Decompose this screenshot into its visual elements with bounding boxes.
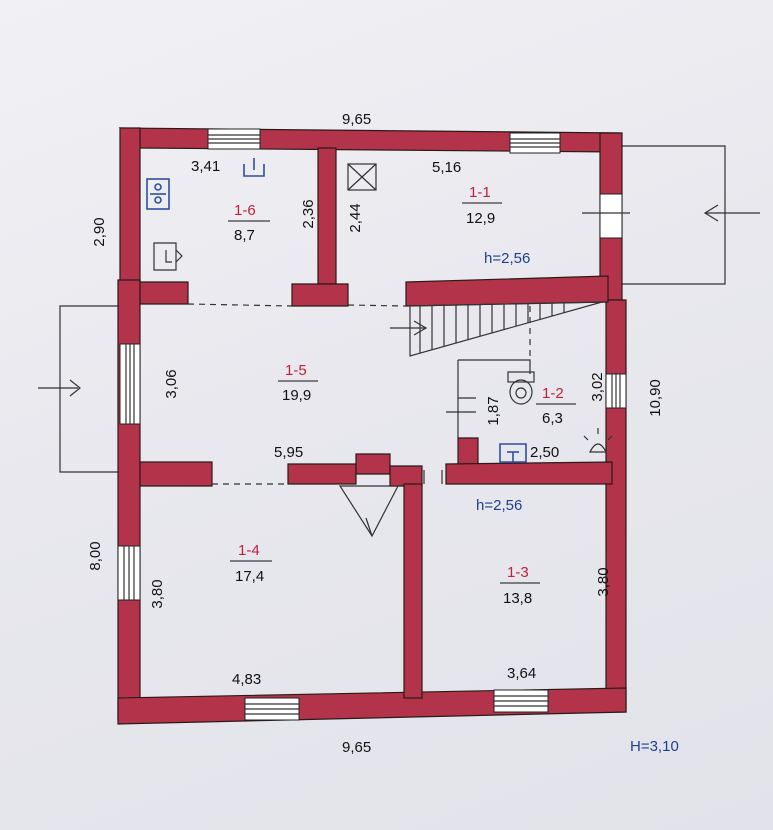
- dim-left-lower: 8,00: [87, 541, 104, 570]
- room-id: 1-6: [234, 202, 256, 219]
- dim-bottom-width: 9,65: [342, 739, 371, 756]
- sink-icon: [243, 158, 265, 177]
- toilet-icon: [507, 371, 535, 405]
- dim-room-1-5-height: 3,06: [163, 369, 180, 398]
- dim-room-1-3-width: 3,64: [507, 665, 536, 682]
- doors: [338, 397, 476, 538]
- dashed-openings: [187, 303, 531, 485]
- dim-room-1-1-width: 5,16: [432, 159, 461, 176]
- staircase: [390, 301, 603, 357]
- dim-room-1-6-width: 3,41: [191, 158, 220, 175]
- dim-room-1-3-height: 3,80: [595, 567, 612, 596]
- height-upper: h=2,56: [484, 250, 530, 267]
- height-lower: h=2,56: [476, 497, 522, 514]
- room-id: 1-5: [285, 362, 307, 379]
- room-1-1-label: 1-1 12,9: [462, 184, 502, 227]
- dim-room-1-2-left: 1,87: [485, 396, 502, 425]
- room-area: 12,9: [466, 210, 495, 227]
- room-area: 19,9: [282, 387, 311, 404]
- interior-walls: [139, 147, 613, 699]
- room-id: 1-2: [542, 385, 564, 402]
- ventilation-shaft-icon: [347, 163, 377, 191]
- dim-left-upper: 2,90: [91, 217, 108, 246]
- entrance-right-outline: [622, 145, 760, 285]
- room-id: 1-1: [469, 184, 491, 201]
- room-area: 13,8: [503, 590, 532, 607]
- dim-room-1-2-right: 3,02: [589, 372, 606, 401]
- entrance-left-outline: [38, 305, 122, 473]
- bath-sink-icon: [499, 443, 527, 463]
- light-icon: [583, 428, 613, 453]
- room-1-3-label: 1-3 13,8: [500, 564, 540, 607]
- gas-boiler-icon: [146, 178, 170, 210]
- stove-icon: [153, 242, 183, 271]
- dimension-labels: 9,65 9,65 3,41 5,16 5,95 2,50 4,83 3,64 …: [87, 111, 664, 756]
- dim-room-1-4-width: 4,83: [232, 671, 261, 688]
- room-area: 8,7: [234, 227, 255, 244]
- dim-room-1-6-height: 2,36: [300, 199, 317, 228]
- dim-top-width: 9,65: [342, 111, 371, 128]
- height-labels: h=2,56 h=2,56 H=3,10: [476, 250, 679, 755]
- dim-room-1-2-bottom: 2,50: [530, 444, 559, 461]
- room-id: 1-3: [507, 564, 529, 581]
- room-area: 17,4: [235, 568, 264, 585]
- dim-right-outer: 10,90: [647, 379, 664, 417]
- room-1-5-label: 1-5 19,9: [278, 362, 318, 404]
- dim-room-1-5-width: 5,95: [274, 444, 303, 461]
- room-1-6-label: 1-6 8,7: [228, 202, 270, 244]
- room-1-4-label: 1-4 17,4: [230, 542, 272, 585]
- room-1-2-label: 1-2 6,3: [536, 385, 576, 427]
- dim-room-1-4-height: 3,80: [149, 579, 166, 608]
- room-area: 6,3: [542, 410, 563, 427]
- windows: [117, 128, 630, 721]
- height-total: H=3,10: [630, 738, 679, 755]
- room-id: 1-4: [238, 542, 260, 559]
- dim-room-1-1-left-height: 2,44: [347, 203, 364, 232]
